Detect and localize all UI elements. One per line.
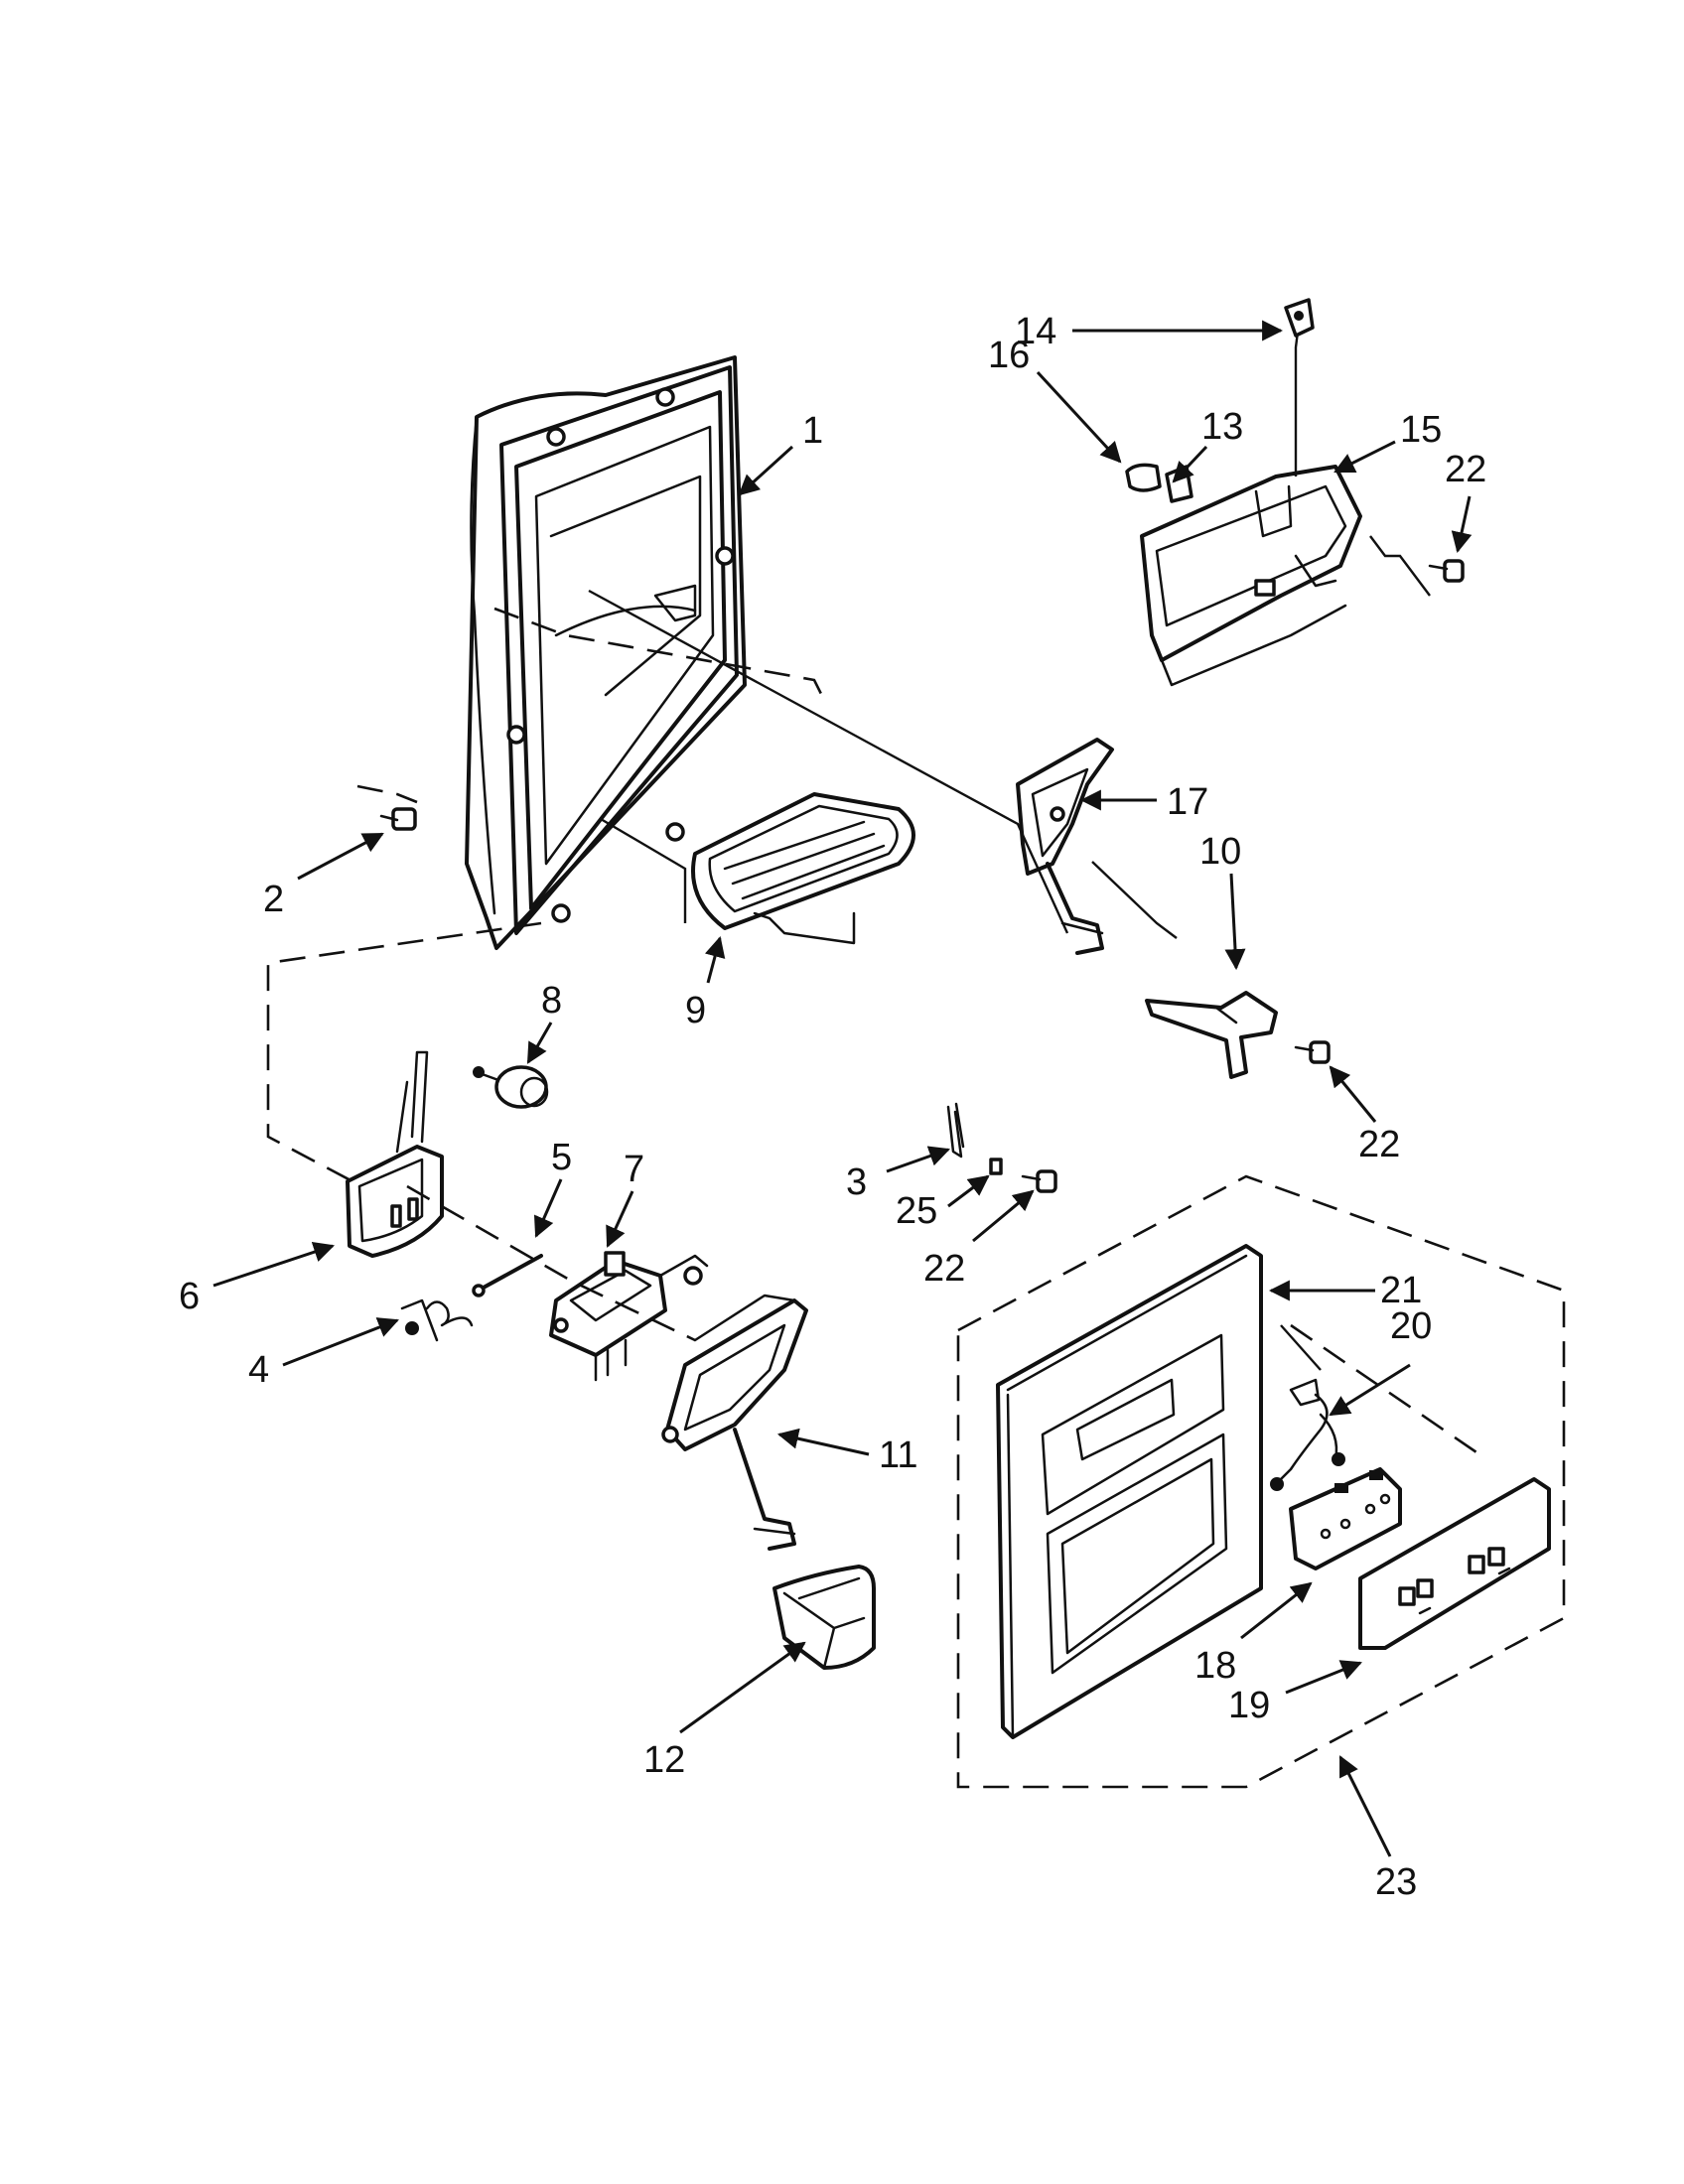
part-8-knob bbox=[473, 1065, 549, 1109]
callout-3: 3 bbox=[846, 1161, 867, 1203]
part-13-socket bbox=[1165, 465, 1193, 503]
leader-22c bbox=[972, 1189, 1035, 1243]
callout-15: 15 bbox=[1400, 409, 1442, 451]
part-4-spring bbox=[400, 1298, 474, 1342]
screw-hole-6 bbox=[506, 725, 526, 745]
alignment-line-21-20 bbox=[1280, 1324, 1322, 1371]
callout-19: 19 bbox=[1228, 1685, 1270, 1726]
leader-25 bbox=[947, 1174, 990, 1208]
callout-8: 8 bbox=[541, 980, 562, 1022]
leader-20 bbox=[1329, 1363, 1411, 1417]
screw-hole-5 bbox=[551, 903, 571, 923]
callout-10: 10 bbox=[1199, 831, 1241, 873]
part-12-chute-cup bbox=[772, 1565, 876, 1670]
callout-4: 4 bbox=[248, 1349, 269, 1391]
screw-hole-1 bbox=[546, 427, 566, 447]
part-17-ice-lever-arm bbox=[1016, 738, 1114, 955]
callout-16: 16 bbox=[988, 335, 1030, 376]
alignment-dash-frame-to-6 bbox=[266, 921, 542, 1183]
leader-19 bbox=[1285, 1660, 1362, 1695]
screw-hole-2 bbox=[655, 387, 675, 407]
part-18-switch-module bbox=[1289, 1467, 1402, 1570]
callout-9: 9 bbox=[685, 990, 706, 1031]
alignment-line-17-to-10 bbox=[1091, 861, 1178, 939]
alignment-dash-2 bbox=[356, 784, 418, 804]
callout-22c: 22 bbox=[923, 1248, 965, 1290]
callout-2: 2 bbox=[263, 879, 284, 920]
callout-25: 25 bbox=[896, 1190, 937, 1232]
alignment-line-1-to-9 bbox=[600, 817, 687, 923]
part-7-solenoid bbox=[549, 1251, 709, 1382]
leader-lines bbox=[212, 320, 1473, 1857]
leader-10 bbox=[1224, 873, 1246, 971]
alignment-lines bbox=[266, 307, 1480, 1456]
leader-22a bbox=[1451, 495, 1473, 554]
screw-hole-4 bbox=[665, 822, 685, 842]
part-1-housing-frame bbox=[465, 355, 747, 950]
part-25-tab bbox=[989, 1158, 1003, 1175]
part-22-screw-c bbox=[1428, 559, 1465, 583]
callout-7: 7 bbox=[624, 1149, 644, 1190]
callout-6: 6 bbox=[179, 1276, 200, 1317]
leader-5 bbox=[533, 1178, 563, 1238]
part-20-wire-harness bbox=[1270, 1378, 1345, 1491]
part-22-screw-a bbox=[1294, 1040, 1331, 1064]
screw-hole-3 bbox=[715, 546, 735, 566]
leader-1 bbox=[738, 445, 794, 496]
leader-18 bbox=[1240, 1581, 1313, 1640]
alignment-dash-6-to-11 bbox=[406, 1184, 696, 1342]
callout-11: 11 bbox=[879, 1434, 917, 1476]
leader-4 bbox=[282, 1317, 399, 1367]
callout-1: 1 bbox=[802, 410, 823, 452]
alignment-line-1-to-17 bbox=[588, 589, 1069, 934]
leader-7 bbox=[606, 1190, 634, 1248]
alignment-dash-1-to-17 bbox=[493, 607, 826, 701]
part-15-bracket bbox=[1140, 465, 1362, 687]
leader-12 bbox=[679, 1641, 806, 1734]
leader-3 bbox=[886, 1146, 950, 1173]
alignment-dash-21-to-19 bbox=[1290, 1323, 1480, 1456]
callout-22b: 22 bbox=[1358, 1124, 1400, 1165]
part-6-actuator-module bbox=[346, 1050, 444, 1258]
part-5-pin bbox=[472, 1254, 543, 1297]
leader-9 bbox=[704, 935, 726, 984]
part-14-switch bbox=[1284, 298, 1315, 338]
callout-21: 21 bbox=[1380, 1270, 1422, 1311]
alignment-line-15 bbox=[1369, 535, 1431, 597]
leader-6 bbox=[212, 1242, 335, 1288]
callout-22a: 22 bbox=[1445, 449, 1486, 490]
callout-14: 14 bbox=[1015, 311, 1056, 352]
part-9-drip-tray bbox=[691, 792, 915, 945]
part-2-screw bbox=[379, 807, 417, 831]
callout-23: 23 bbox=[1375, 1861, 1417, 1903]
part-21-front-panel bbox=[996, 1244, 1263, 1739]
callout-5: 5 bbox=[551, 1137, 572, 1178]
part-22-screw-b bbox=[1021, 1169, 1057, 1193]
leader-11 bbox=[776, 1428, 870, 1456]
callout-12: 12 bbox=[643, 1739, 685, 1781]
part-11-ice-lever bbox=[661, 1294, 808, 1551]
leader-22b bbox=[1329, 1065, 1377, 1123]
part-16-bulb bbox=[1125, 463, 1162, 492]
leader-15 bbox=[1333, 440, 1396, 474]
leader-23 bbox=[1338, 1755, 1392, 1857]
callout-labels: 1 2 3 4 5 6 7 8 9 10 11 12 13 14 15 16 1… bbox=[179, 311, 1486, 1903]
leader-13 bbox=[1172, 445, 1208, 483]
leader-2 bbox=[297, 832, 384, 881]
callout-17: 17 bbox=[1167, 781, 1208, 823]
part-3-clip bbox=[946, 1102, 965, 1159]
part-19-control-overlay bbox=[1358, 1477, 1551, 1650]
part-10-water-lever bbox=[1145, 991, 1278, 1079]
leader-16 bbox=[1036, 370, 1122, 464]
leader-8 bbox=[526, 1022, 553, 1064]
callout-20: 20 bbox=[1390, 1305, 1432, 1347]
part-23-assembly-boundary bbox=[956, 1174, 1566, 1789]
callout-13: 13 bbox=[1201, 406, 1243, 448]
callout-18: 18 bbox=[1194, 1645, 1236, 1687]
